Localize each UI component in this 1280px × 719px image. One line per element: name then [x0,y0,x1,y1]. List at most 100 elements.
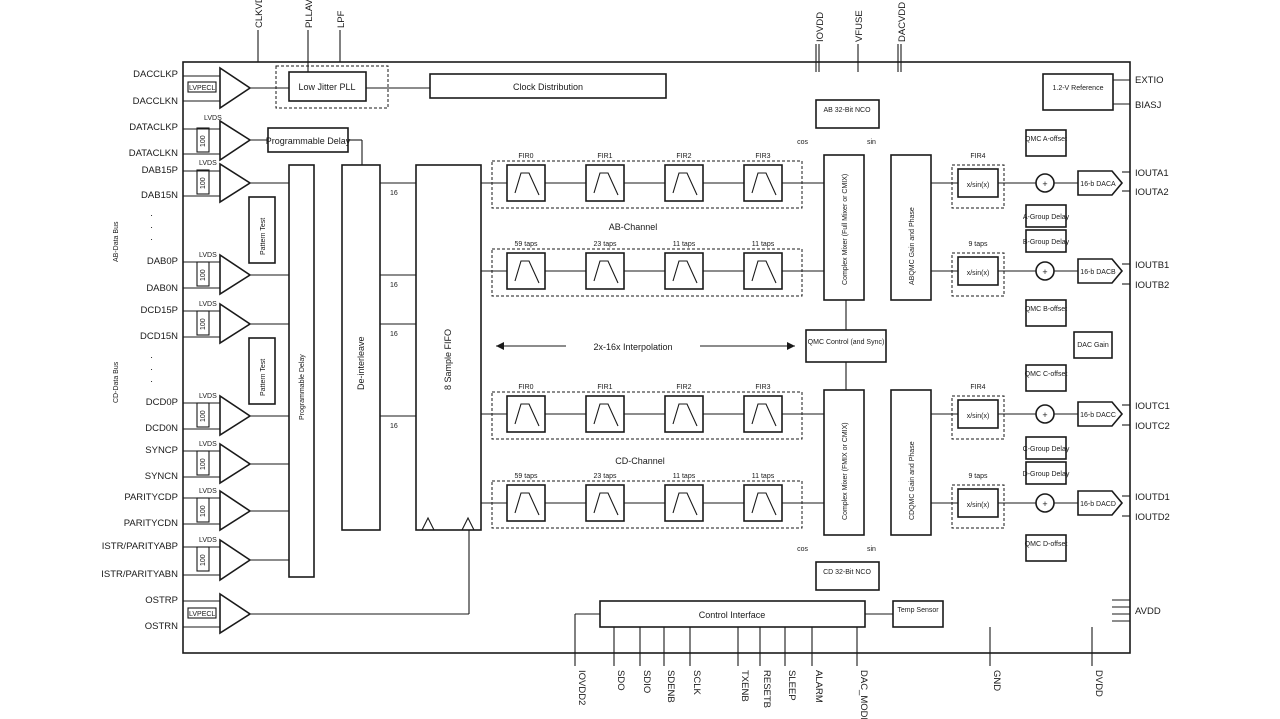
right-pins: EXTIO BIASJ IOUTA1 IOUTA2 IOUTB1 IOUTB2 … [1112,75,1170,622]
qmc-offset [1025,364,1067,392]
fir-filter [506,164,546,202]
ab-bus-dots: · [150,234,153,245]
svg-text:CD 32-Bit NCO: CD 32-Bit NCO [823,569,871,576]
fir-taps: 23 taps [594,473,617,480]
pattern-tests: Pattern Test Pattern Test [248,196,276,405]
dac-block [1077,258,1124,284]
fir-filter [585,252,625,290]
group-delay-label: C-Group Delay [1023,446,1070,453]
bottom-pin-label: SLEEP [786,670,797,701]
cd-bus-dots: · [150,364,153,375]
cd-bus-dots: · [150,352,153,363]
fir-filter [585,395,625,433]
svg-text:16: 16 [390,423,398,430]
svg-text:LVPECL: LVPECL [189,611,215,618]
cd-bus-label: CD-Data Bus [113,361,120,403]
sinc-head: FIR4 [970,384,985,391]
svg-text:100: 100 [200,269,207,281]
filter-response-icon [751,260,777,284]
qmc-offset [1025,534,1067,562]
left-pin-label: DAB0P [147,256,178,267]
left-pin-label: DCD15N [140,331,178,342]
svg-text:IOUTB2: IOUTB2 [1135,280,1169,291]
svg-text:AB-Channel: AB-Channel [609,222,658,232]
filter-response-icon [593,260,619,284]
svg-text:Programmable Delay: Programmable Delay [266,136,351,146]
sinc-frame [951,252,1005,297]
top-pins: CLKVDD PLLAVDD LPF IOVDD VFUSE DACVDD [254,0,908,72]
left-pins: DACCLKP DACCLKN DATACLKP DATACLKN DAB15P… [101,69,178,632]
svg-text:sin: sin [867,546,876,553]
filter-response-icon [672,403,698,427]
svg-text:LVDS: LVDS [199,252,217,259]
bottom-pin-label: SCLK [691,670,702,695]
dac-label: 16-b DACB [1080,269,1116,276]
left-pin-label: DATACLKP [129,122,178,133]
svg-text:LVDS: LVDS [199,441,217,448]
filter-response-icon [672,492,698,516]
fir-row-frame [491,480,803,529]
svg-text:LVDS: LVDS [199,393,217,400]
svg-text:LVDS: LVDS [199,488,217,495]
group-delay-label: A-Group Delay [1023,214,1070,221]
clock-distribution [429,73,667,99]
bottom-pin-label: SDENB [665,670,676,703]
qmc-offset-label: QMC A-offset [1025,136,1067,143]
group-delay [1025,436,1067,460]
dac-block [1077,170,1124,196]
sinc-frame [951,164,1005,209]
bottom-pin-label: TXENB [739,670,750,702]
left-pin-label: ISTR/PARITYABN [101,569,178,580]
svg-text:Programmable Delay: Programmable Delay [299,354,306,420]
filter-response-icon [751,403,777,427]
fir-taps: 59 taps [515,241,538,248]
svg-text:16: 16 [390,190,398,197]
sinc-head: FIR4 [970,153,985,160]
svg-text:100: 100 [200,135,207,147]
filter-response-icon [514,492,540,516]
svg-text:LVDS: LVDS [204,115,222,122]
svg-text:ABQMC Gain and Phase: ABQMC Gain and Phase [909,207,916,285]
svg-text:Pattern Test: Pattern Test [260,359,267,396]
left-pin-label: DAB0N [146,283,178,294]
svg-text:100: 100 [200,505,207,517]
fir-name: FIR2 [676,153,691,160]
svg-text:Complex Mixer (FMIX or CMIX): Complex Mixer (FMIX or CMIX) [842,422,849,520]
dac-gain: DAC Gain [1073,331,1113,359]
filter-response-icon [514,403,540,427]
left-pin-label: DCD0N [145,423,178,434]
svg-text:LVDS: LVDS [199,160,217,167]
svg-text:IOUTA2: IOUTA2 [1135,187,1169,198]
svg-text:IOUTC2: IOUTC2 [1135,421,1170,432]
fir-filter [585,164,625,202]
sinc-label: x/sin(x) [967,182,990,189]
sinc-frame [951,395,1005,440]
bottom-pin-label: RESETB [761,670,772,708]
bottom-pin-label: SDO [615,670,626,691]
svg-text:+: + [1042,499,1047,509]
qmc-offset [1025,299,1067,327]
group-delay [1025,204,1067,228]
svg-text:EXTIO: EXTIO [1135,75,1164,86]
reference: 1.2-V Reference [1042,73,1130,111]
sinc-filter [957,399,999,429]
sinc-label: x/sin(x) [967,270,990,277]
bottom-pin-label: GND [991,670,1002,691]
bottom-pin-label: SDIO [641,670,652,693]
group-delay [1025,229,1067,253]
channel-labels: AB-Channel CD-Channel 2x-16x Interpolati… [496,222,795,466]
svg-text:cos: cos [797,546,808,553]
bottom-pin-label: DAC_MODE [858,670,869,719]
fir-filter [743,164,783,202]
svg-text:2x-16x Interpolation: 2x-16x Interpolation [593,342,672,352]
sinc-head: 9 taps [968,241,988,248]
svg-text:Pattern Test: Pattern Test [260,218,267,255]
qmc-offset [1025,129,1067,157]
sinc-head: 9 taps [968,473,988,480]
datapath-front: Programmable Delay De-interleave 8 Sampl… [288,164,482,578]
svg-text:IOUTB1: IOUTB1 [1135,260,1169,271]
fir-name: FIR3 [755,153,770,160]
svg-text:+: + [1042,410,1047,420]
pll-block: Low Jitter PLL Clock Distribution [275,65,667,109]
